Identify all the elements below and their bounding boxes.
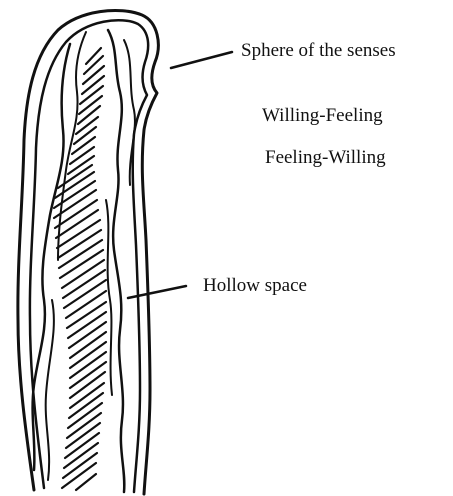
inner-wavy-line <box>46 300 54 480</box>
label-hollow-space: Hollow space <box>203 276 307 295</box>
label-willing-feeling: Willing-Feeling <box>262 106 383 125</box>
label-sphere-of-senses: Sphere of the senses <box>241 41 396 60</box>
inner-wavy-line <box>108 30 124 492</box>
label-feeling-willing: Feeling-Willing <box>265 148 386 167</box>
inner-wavy-line <box>106 200 112 395</box>
inner-wavy-line <box>33 44 70 470</box>
leader-line-senses <box>171 52 232 68</box>
